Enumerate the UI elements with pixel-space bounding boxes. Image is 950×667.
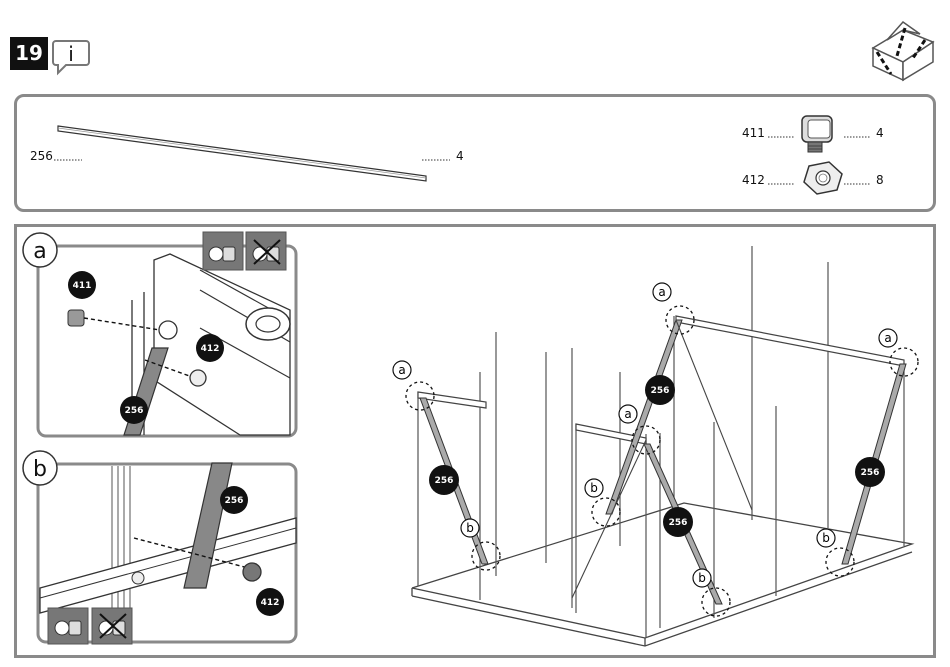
detail-b-profile-label: 256 <box>225 496 244 506</box>
overview-markers-b: b b b b <box>461 479 835 587</box>
part-411-id: 411 <box>742 126 765 140</box>
marker-a-2: a <box>658 285 665 299</box>
marker-b-2: b <box>466 521 474 535</box>
detail-b-nut-label: 412 <box>261 598 280 608</box>
marker-b-1: b <box>590 481 598 495</box>
callout-256-2: 256 <box>651 386 670 396</box>
marker-a-3: a <box>884 331 891 345</box>
part-256-id: 256 <box>30 149 53 163</box>
nut-412-icon <box>804 162 842 194</box>
bolt-411-icon <box>802 116 832 152</box>
greenhouse-thumbnail-icon <box>865 18 940 83</box>
part-411-qty: 4 <box>876 126 884 140</box>
callout-256-4: 256 <box>861 468 880 478</box>
detail-a: a 411 412 256 <box>20 230 300 440</box>
overview-profile-callouts: 256 256 256 256 <box>429 375 885 537</box>
marker-a-1: a <box>398 363 405 377</box>
part-412-qty: 8 <box>876 173 884 187</box>
detail-a-nut-label: 412 <box>201 344 220 354</box>
detail-a-profile-label: 256 <box>125 406 144 416</box>
marker-b-3: b <box>698 571 706 585</box>
parts-list-drawing: 256 4 411 4 412 8 <box>14 94 936 212</box>
step-number-badge: 19 <box>10 37 48 70</box>
detail-b: b 256 412 <box>20 448 300 648</box>
info-icon[interactable]: i <box>51 36 91 76</box>
callout-256-3: 256 <box>669 518 688 528</box>
marker-a-4: a <box>624 407 631 421</box>
part-412-id: 412 <box>742 173 765 187</box>
profile-256-illustration <box>58 126 426 181</box>
detail-a-bolt-label: 411 <box>73 281 92 291</box>
greenhouse-frame-overview: a a a a b b b b 256 256 256 256 <box>300 228 936 656</box>
marker-b-4: b <box>822 531 830 545</box>
detail-a-letter: a <box>33 239 46 264</box>
callout-256-1: 256 <box>435 476 454 486</box>
svg-text:i: i <box>68 42 74 66</box>
detail-b-letter: b <box>33 457 47 482</box>
part-256-qty: 4 <box>456 149 464 163</box>
